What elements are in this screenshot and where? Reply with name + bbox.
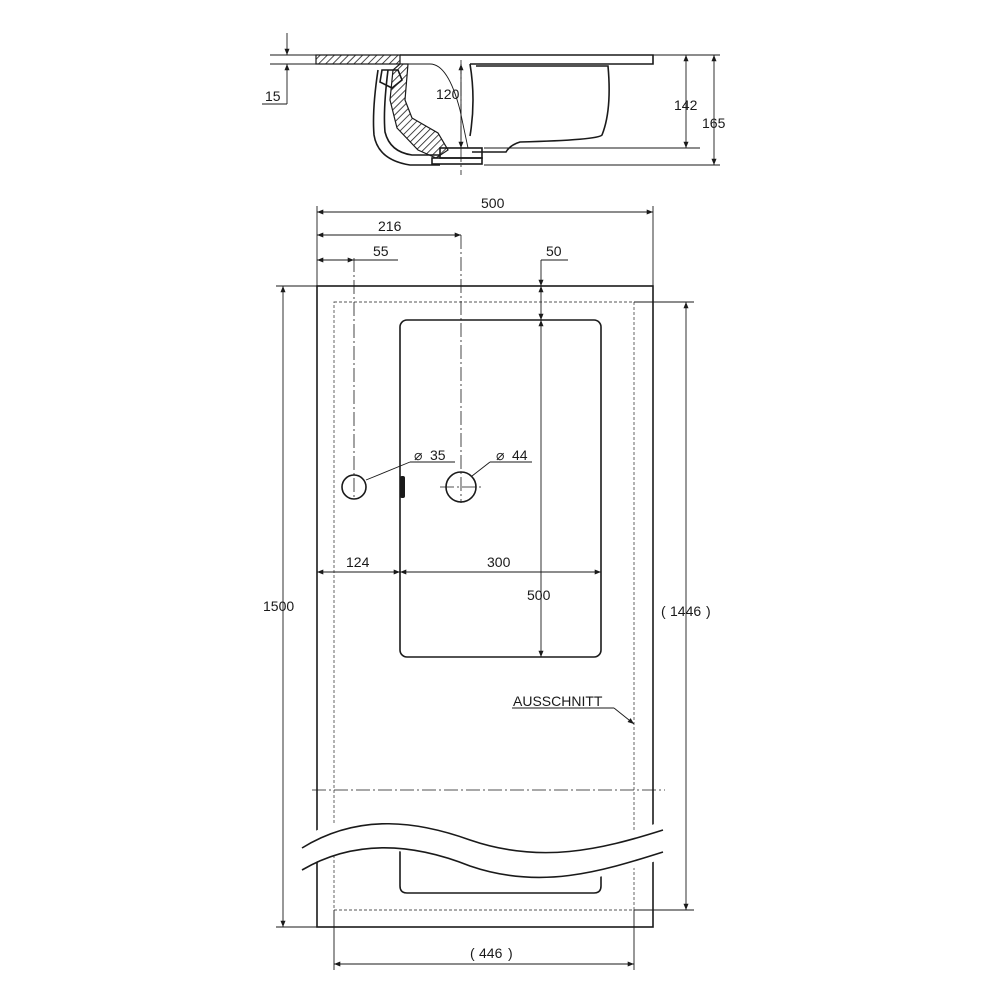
rim-section-hatch bbox=[315, 54, 401, 65]
overflow-hose-inner bbox=[383, 69, 440, 156]
dim-300-label: 300 bbox=[487, 554, 511, 570]
bowl-wall-section-hatch bbox=[389, 63, 449, 159]
drain-diameter-label: 44 bbox=[512, 447, 528, 463]
dim-446-paren-left: ( bbox=[470, 945, 475, 961]
dim-216-label: 216 bbox=[378, 218, 402, 234]
overflow-diameter-label: 35 bbox=[430, 447, 446, 463]
cutout-label: AUSSCHNITT bbox=[513, 693, 603, 709]
overflow-diameter-symbol: ⌀ bbox=[414, 447, 422, 463]
dim-142-label: 142 bbox=[674, 97, 698, 113]
dim-446-paren-right: ) bbox=[508, 945, 513, 961]
drain-diameter-symbol: ⌀ bbox=[496, 447, 504, 463]
cutout-outline bbox=[333, 301, 635, 911]
break-line-upper bbox=[301, 822, 664, 854]
overflow-diameter-leader bbox=[365, 461, 411, 481]
dim-124-label: 124 bbox=[346, 554, 370, 570]
dim-1446-paren-left: ( bbox=[661, 603, 666, 619]
washbasin-outline bbox=[316, 285, 654, 928]
bowl-inner-outline bbox=[469, 63, 610, 153]
overflow-slot bbox=[400, 476, 405, 498]
dim-165-label: 165 bbox=[702, 115, 726, 131]
bowl-outline-top bbox=[399, 319, 602, 658]
rim-top-line bbox=[400, 54, 654, 65]
dim-446-label: 446 bbox=[479, 945, 503, 961]
dim-1446-paren-right: ) bbox=[706, 603, 711, 619]
overflow-hose-outer bbox=[372, 69, 440, 166]
dim-1446-label: 1446 bbox=[670, 603, 701, 619]
overflow-fitting bbox=[379, 69, 403, 89]
dim-120-label: 120 bbox=[436, 86, 460, 102]
top-view: ⌀ 35 ⌀ 44 500 216 55 50 500 124 300 bbox=[263, 195, 711, 970]
bowl-outline-lower bbox=[399, 842, 602, 894]
dim-1500-label: 1500 bbox=[263, 598, 294, 614]
drain-flange bbox=[431, 157, 483, 165]
dim-55-label: 55 bbox=[373, 243, 389, 259]
break-line-lower bbox=[301, 846, 664, 879]
dim-15-label: 15 bbox=[265, 88, 281, 104]
section-view: 15 120 142 165 bbox=[262, 33, 726, 175]
cutout-label-leader bbox=[613, 707, 635, 725]
dim-500-width-label: 500 bbox=[481, 195, 505, 211]
dim-50-label: 50 bbox=[546, 243, 562, 259]
drain-diameter-leader bbox=[471, 461, 491, 477]
dim-500-bowl-label: 500 bbox=[527, 587, 551, 603]
break-mask bbox=[300, 816, 665, 883]
